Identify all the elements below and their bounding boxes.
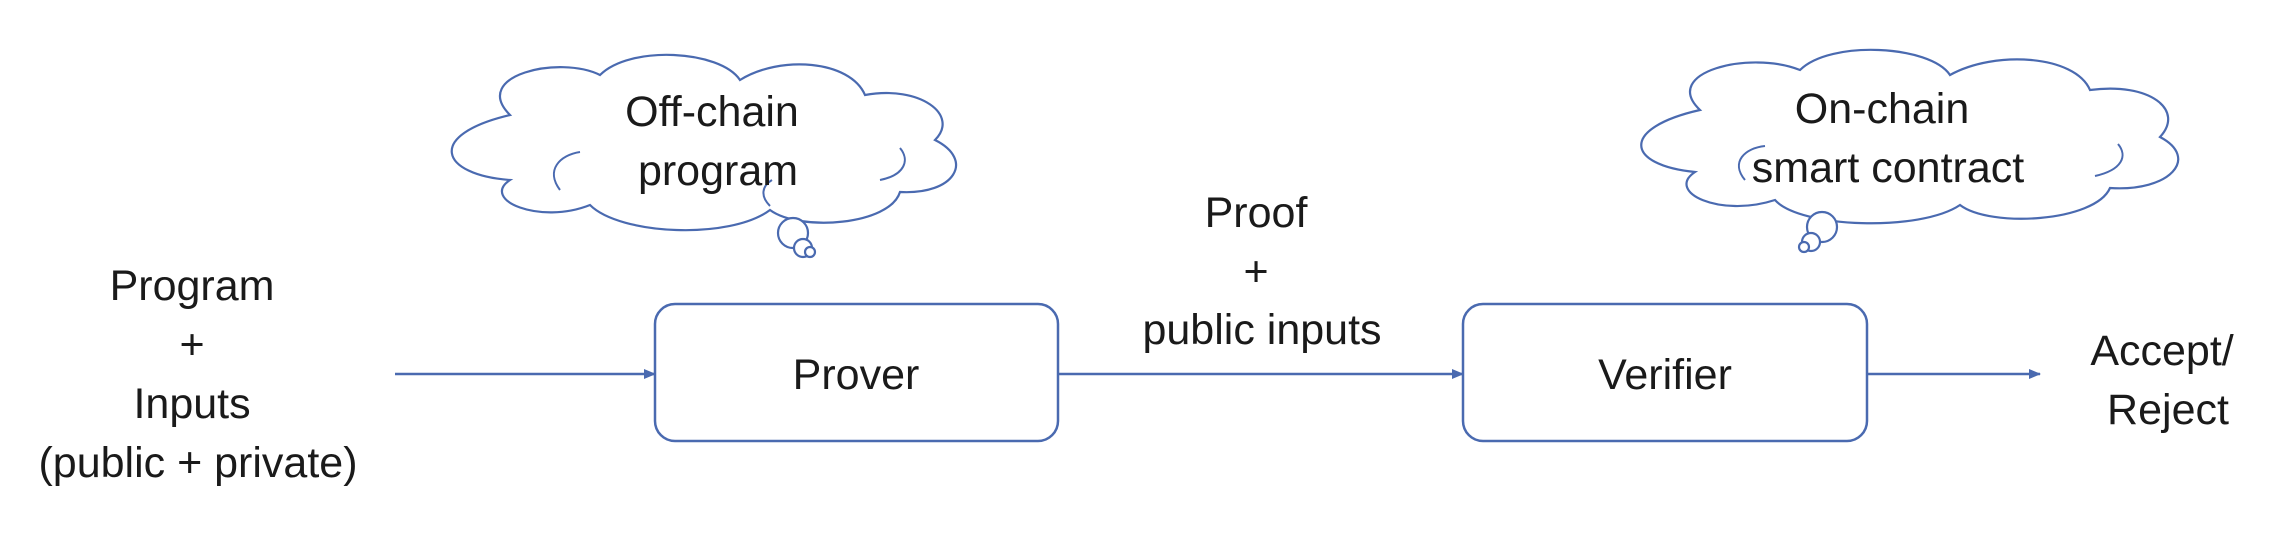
on-chain-cloud-inner-arc [1738, 145, 1766, 181]
proof-edge-label-line-1: Proof [1205, 189, 1309, 237]
input-label-line-1: Program [110, 262, 275, 310]
off-chain-callout-text: Off-chain program [625, 88, 811, 195]
output-label: Accept/ Reject [2090, 327, 2245, 434]
on-chain-callout: On-chain smart contract [1640, 48, 2180, 254]
verifier-label: Verifier [1598, 351, 1732, 399]
prover-box [653, 302, 1060, 443]
prover-node: Prover [653, 302, 1060, 443]
input-label: Program + Inputs (public + private) [38, 262, 357, 487]
on-chain-cloud-inner-arc [2094, 143, 2124, 177]
proof-edge-label-line-2: + [1243, 248, 1268, 296]
proof-edge-label: Proof + public inputs [1142, 189, 1381, 354]
off-chain-callout-line-2: program [638, 147, 798, 195]
on-chain-cloud-shape [1640, 48, 2180, 225]
on-chain-tail-bubble-small [1797, 240, 1811, 254]
off-chain-cloud-shape [450, 53, 958, 232]
on-chain-callout-line-1: On-chain [1795, 85, 1969, 133]
output-label-line-1: Accept/ [2090, 327, 2233, 375]
off-chain-callout: Off-chain program [450, 53, 958, 259]
verifier-box [1461, 302, 1869, 443]
on-chain-callout-line-2: smart contract [1752, 144, 2024, 192]
proof-edge-label-line-3: public inputs [1142, 306, 1381, 354]
off-chain-callout-line-1: Off-chain [625, 88, 799, 136]
off-chain-cloud-inner-arc [762, 179, 773, 207]
input-label-line-3: Inputs [133, 380, 250, 428]
off-chain-tail-bubble-small [803, 245, 817, 259]
off-chain-cloud-inner-arc [553, 151, 581, 191]
off-chain-cloud-inner-arc [879, 147, 906, 181]
input-label-line-4: (public + private) [38, 439, 357, 487]
on-chain-callout-text: On-chain smart contract [1752, 85, 2024, 192]
input-label-line-2: + [179, 321, 204, 369]
verifier-node: Verifier [1461, 302, 1869, 443]
output-label-line-2: Reject [2107, 386, 2229, 434]
prover-label: Prover [793, 351, 920, 399]
